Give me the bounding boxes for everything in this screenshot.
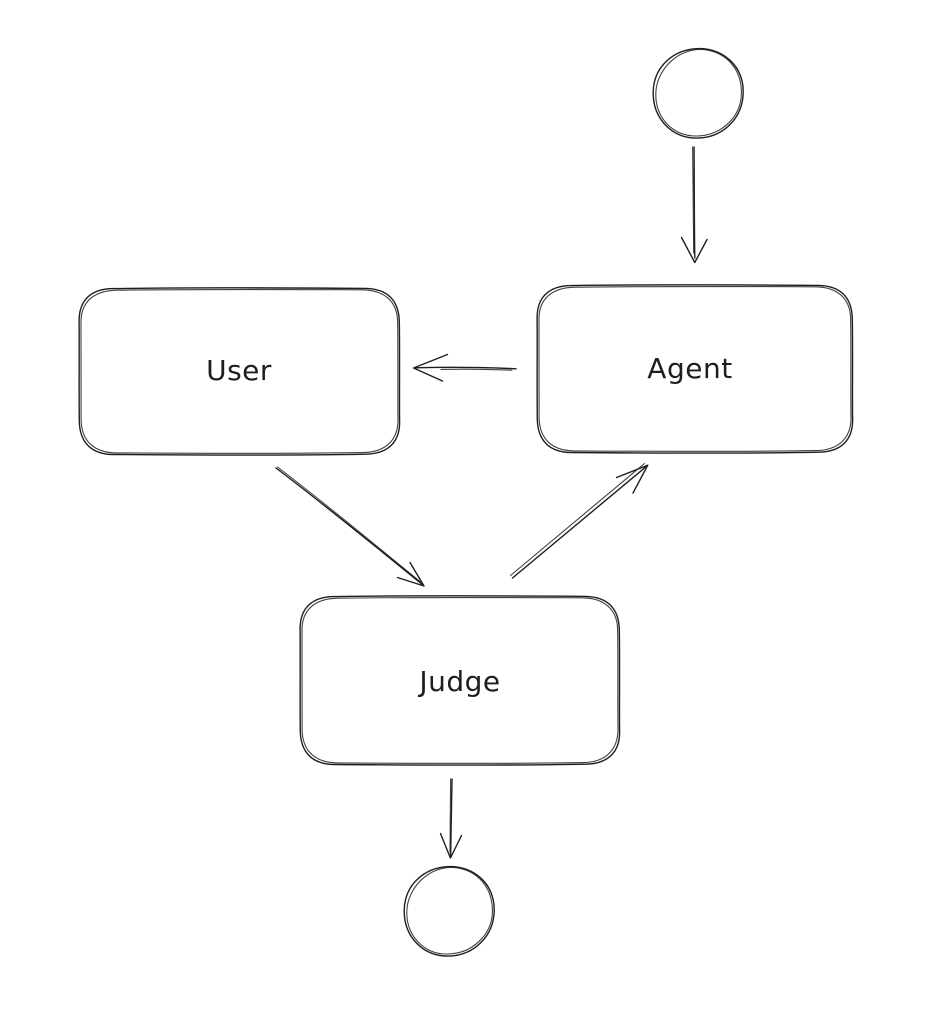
edge-user-to-judge[interactable]	[275, 466, 425, 587]
edge-judge-to-end-arrowhead	[439, 832, 463, 859]
edge-agent-to-user-arrowhead	[412, 353, 449, 382]
edge-agent-to-user[interactable]	[412, 353, 517, 382]
edge-judge-to-end-line-2	[449, 778, 452, 853]
user-node-label: User	[206, 354, 272, 387]
user-box-stroke-2	[80, 288, 399, 454]
edge-user-to-judge-line	[275, 467, 425, 587]
node-agent[interactable]: Agent	[536, 284, 854, 454]
edge-agent-to-user-line	[414, 366, 517, 370]
node-start-circle[interactable]	[652, 47, 744, 139]
agent-box-stroke	[536, 284, 854, 454]
edge-user-to-judge-line-2	[276, 466, 421, 583]
start-circle-stroke	[652, 47, 744, 139]
user-box-stroke	[78, 287, 401, 456]
node-judge[interactable]: Judge	[299, 595, 621, 766]
edge-judge-to-end-line	[449, 778, 453, 858]
edge-judge-to-agent-arrowhead	[615, 464, 649, 494]
edge-start-to-agent-line	[693, 146, 696, 259]
agent-node-label: Agent	[647, 352, 732, 385]
edge-judge-to-agent-line-2	[509, 462, 646, 577]
end-circle-stroke	[403, 865, 495, 957]
node-user[interactable]: User	[78, 287, 401, 456]
edge-agent-to-user-line-2	[440, 368, 513, 371]
edge-judge-to-agent-line	[511, 464, 649, 579]
start-circle-stroke-2	[655, 49, 742, 137]
edge-user-to-judge-arrowhead	[396, 561, 425, 587]
judge-box-stroke	[299, 595, 621, 766]
agent-box-stroke-2	[538, 285, 852, 452]
edge-start-to-agent[interactable]	[680, 146, 708, 264]
judge-node-label: Judge	[417, 665, 500, 698]
edge-judge-to-end[interactable]	[439, 778, 463, 859]
edge-judge-to-agent[interactable]	[509, 462, 649, 579]
end-circle-stroke-2	[406, 867, 493, 955]
node-end-circle[interactable]	[403, 865, 495, 957]
judge-box-stroke-2	[301, 596, 619, 764]
edge-start-to-agent-arrowhead	[680, 236, 708, 264]
edge-start-to-agent-line-2	[692, 146, 695, 254]
